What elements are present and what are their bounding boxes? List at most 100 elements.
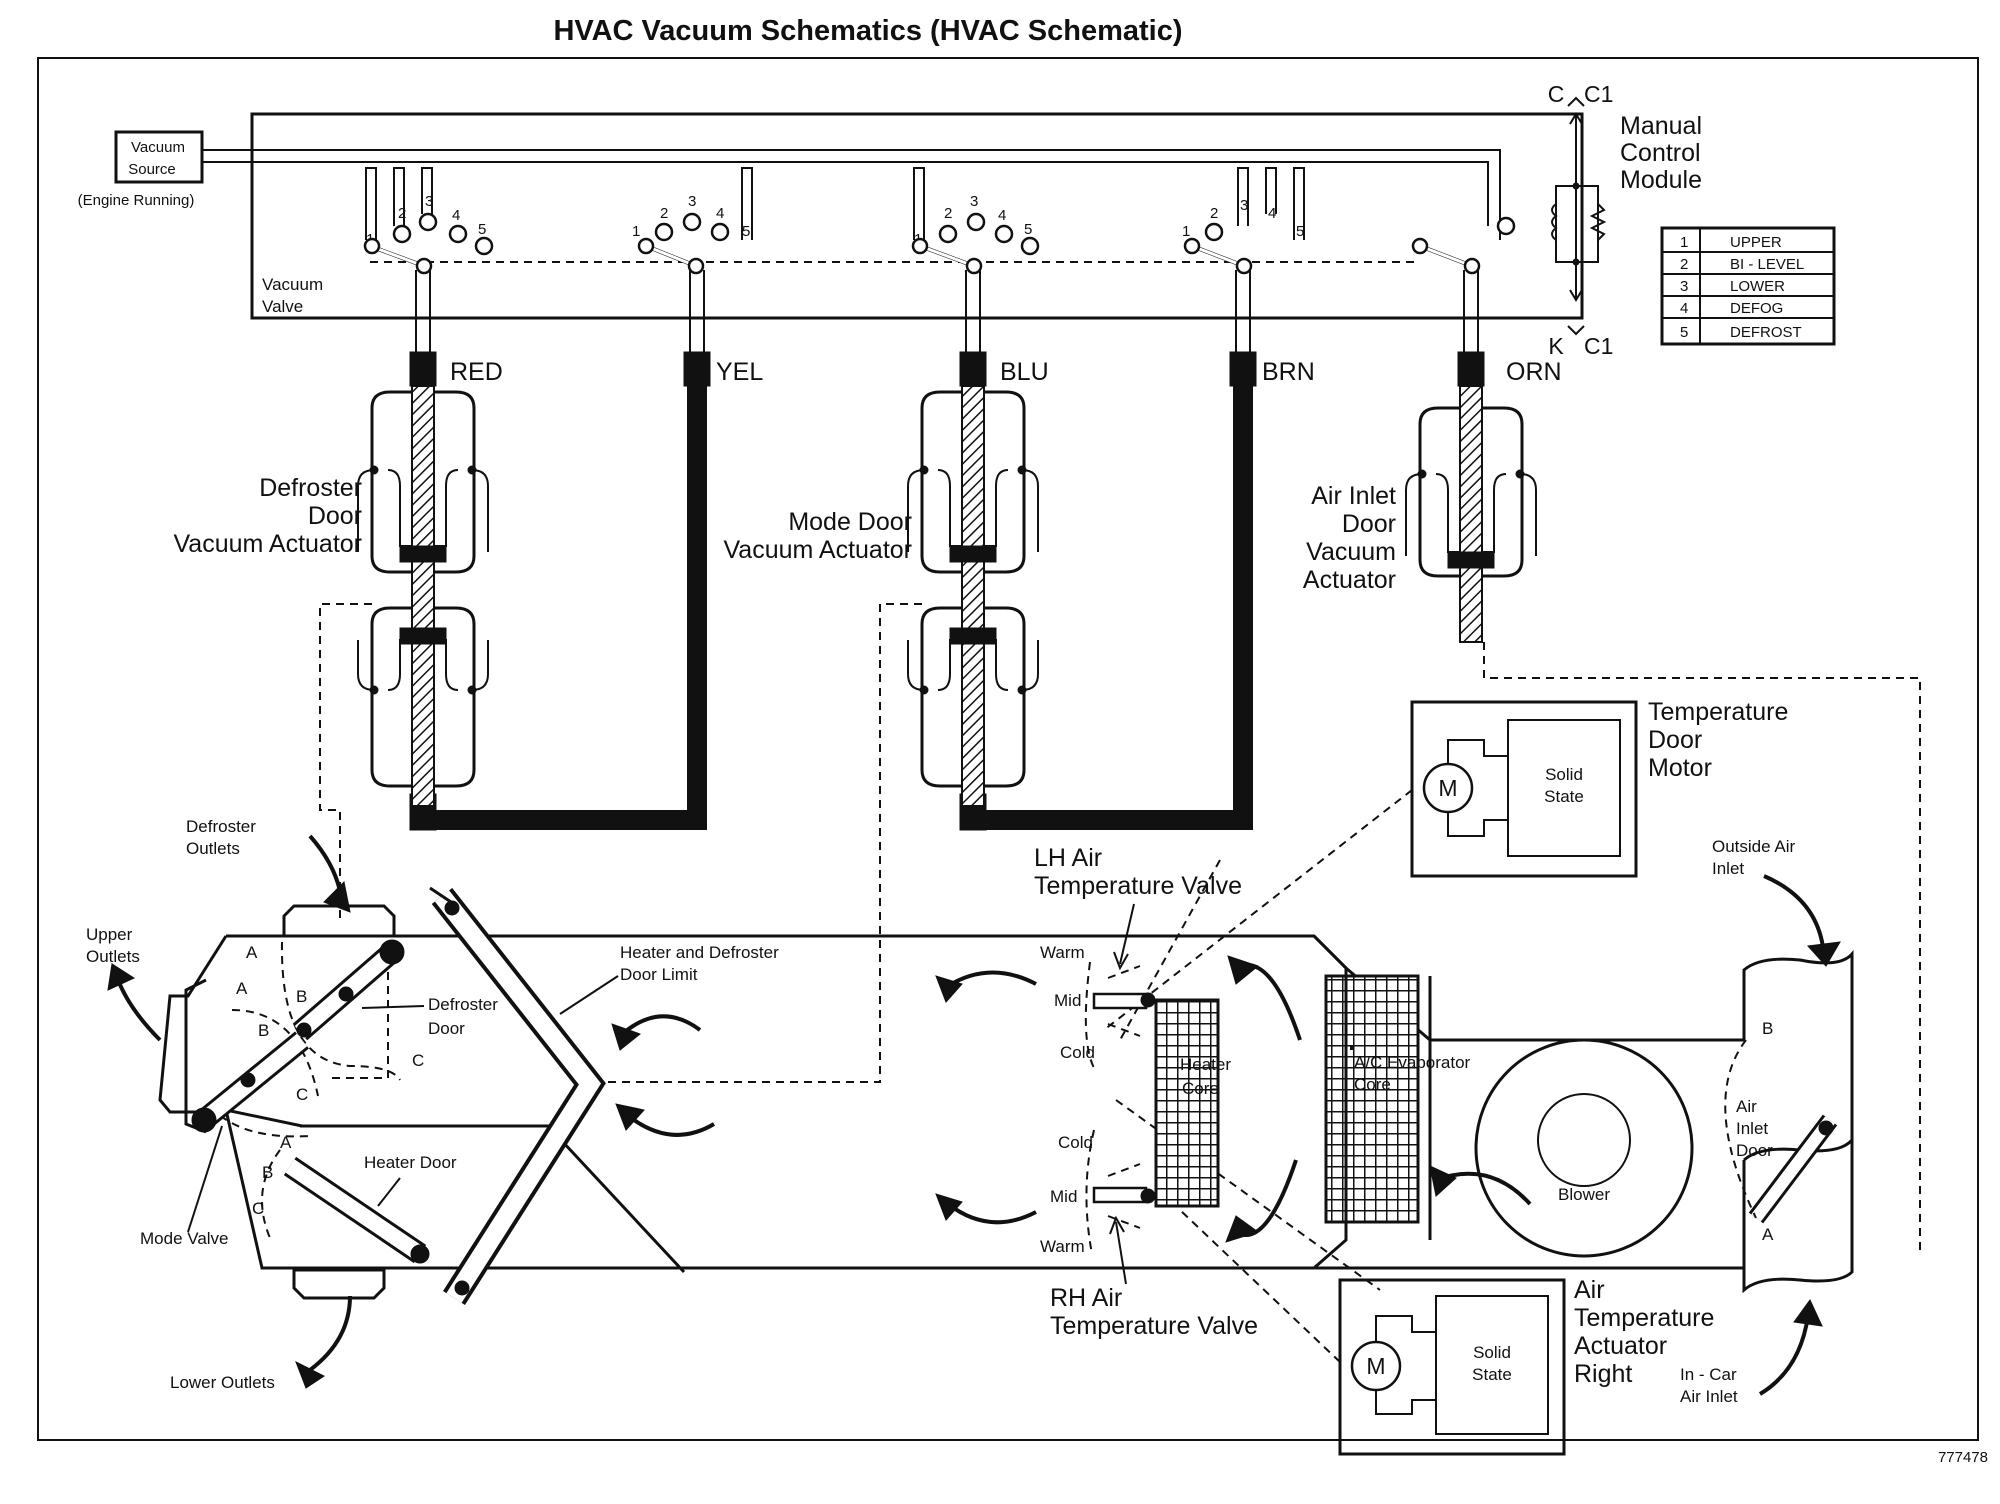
rh-warm-label: Warm (1040, 1237, 1085, 1256)
svg-text:5: 5 (742, 223, 750, 240)
svg-text:1: 1 (632, 223, 640, 240)
mode-actuator-spring (961, 385, 985, 807)
vacuum-valve-label-1: Vacuum (262, 275, 323, 294)
vacuum-source: Vacuum Source (Engine Running) (78, 130, 204, 209)
air-inlet-door-label-2: Inlet (1736, 1119, 1768, 1138)
valve-group-orange (1411, 216, 1516, 352)
hvac-case (158, 886, 1746, 1305)
defroster-linkage-dashed (319, 603, 372, 924)
lower-outlets-label: Lower Outlets (170, 1373, 275, 1392)
valve-group-red: 1 2 3 4 5 (363, 167, 494, 352)
evaporator-label-1: A/C Evaporator (1354, 1053, 1471, 1072)
temp-motor-label-2: Door (1648, 726, 1702, 754)
legend-label-1: UPPER (1730, 234, 1782, 251)
mode-valve-label: Mode Valve (140, 1229, 229, 1248)
connector-c1-bottom: C1 (1584, 333, 1613, 359)
air-inlet-actuator-label-1: Air Inlet (1311, 482, 1396, 510)
mcm-label-1: Manual (1620, 112, 1702, 140)
airflow-arrow-icon (1763, 874, 1826, 957)
caret-down-icon (1567, 325, 1585, 336)
connector-c1-top: C1 (1584, 81, 1613, 107)
resistor-icon (1589, 203, 1607, 241)
legend-label-2: BI - LEVEL (1730, 256, 1804, 273)
svg-text:M: M (1366, 1353, 1385, 1379)
coil-icon (1551, 203, 1558, 241)
air-temp-actuator-label-3: Actuator (1574, 1332, 1667, 1360)
lh-air-temperature-valve: Warm Mid Cold LH Air Temperature Valve (1034, 844, 1242, 1069)
outside-air-label-1: Outside Air (1712, 837, 1795, 856)
lh-valve-label-1: LH Air (1034, 844, 1102, 872)
temp-motor-label-1: Temperature (1648, 698, 1788, 726)
svg-text:2: 2 (944, 205, 952, 222)
vacuum-valve-label-2: Valve (262, 297, 303, 316)
defroster-door-label-1: Defroster (428, 995, 498, 1014)
svg-text:C: C (296, 1085, 308, 1104)
temp-motor-label-3: Motor (1648, 754, 1712, 782)
legend-num-3: 3 (1680, 278, 1688, 295)
air-inlet-actuator-label-3: Vacuum (1306, 538, 1396, 566)
in-car-air-label-2: Air Inlet (1680, 1387, 1738, 1406)
air-inlet-actuator-label-2: Door (1342, 510, 1396, 538)
svg-text:Solid: Solid (1473, 1343, 1511, 1362)
airflow-arrows (107, 834, 1841, 1396)
lh-valve-label-2: Temperature Valve (1034, 872, 1242, 900)
svg-text:5: 5 (1296, 223, 1304, 240)
airflow-arrow-icon (946, 1202, 1037, 1225)
hose-label-yel: YEL (716, 358, 763, 386)
svg-text:A: A (236, 979, 248, 998)
diagram-border (37, 57, 1979, 1441)
mode-linkage-dashed (600, 603, 922, 1083)
svg-text:3: 3 (1240, 197, 1248, 214)
air-inlet-actuator-spring (1459, 385, 1483, 643)
hose-yellow (410, 386, 707, 830)
hose-connector-orange (1457, 351, 1485, 387)
defroster-vacuum-actuator: Defroster Door Vacuum Actuator (173, 385, 489, 807)
defroster-outlets-label-2: Outlets (186, 839, 240, 858)
upper-outlets-label-1: Upper (86, 925, 133, 944)
rh-valve-label-2: Temperature Valve (1050, 1312, 1258, 1340)
vacuum-source-line1: Vacuum (131, 139, 185, 156)
airflow-arrow-icon (116, 979, 162, 1042)
legend-label-3: LOWER (1730, 278, 1785, 295)
svg-text:A: A (246, 943, 258, 962)
hose-label-blu: BLU (1000, 358, 1049, 386)
manual-control-module: C C1 K C1 Manual Control Module (1548, 81, 1702, 359)
lh-cold-label: Cold (1060, 1043, 1095, 1062)
lower-outlet (292, 1268, 386, 1300)
svg-text:B: B (262, 1163, 273, 1182)
hose-label-orn: ORN (1506, 358, 1562, 386)
hose-connector-blue (959, 351, 987, 387)
legend-num-4: 4 (1680, 300, 1688, 317)
svg-text:5: 5 (478, 221, 486, 238)
heater-core (1154, 998, 1220, 1208)
temperature-door-motor: M Solid State Temperature Door Motor (1410, 698, 1788, 878)
valve-group-yellow: 1 2 3 4 5 (632, 167, 753, 352)
valve-group-blue: 1 2 3 4 5 (911, 167, 1040, 352)
rh-cold-label: Cold (1058, 1133, 1093, 1152)
defroster-outlets-label-1: Defroster (186, 817, 256, 836)
door-limit-label-2: Door Limit (620, 965, 698, 984)
defroster-actuator-label-2: Door (308, 502, 362, 530)
vacuum-valve-assembly (202, 112, 1584, 320)
svg-text:C: C (412, 1051, 424, 1070)
mode-actuator-label-2: Vacuum Actuator (723, 536, 912, 564)
legend-num-2: 2 (1680, 256, 1688, 273)
rh-mid-label: Mid (1050, 1187, 1077, 1206)
defroster-actuator-label-1: Defroster (259, 474, 362, 502)
blower-label: Blower (1558, 1185, 1610, 1204)
airflow-arrow-icon (624, 1112, 716, 1137)
heater-door-label: Heater Door (364, 1153, 457, 1172)
rh-valve-label-1: RH Air (1050, 1284, 1122, 1312)
defroster-outlet (282, 904, 396, 938)
defroster-actuator-spring (411, 385, 435, 807)
mode-actuator-label-1: Mode Door (788, 508, 912, 536)
mcm-label-3: Module (1620, 166, 1702, 194)
svg-text:State: State (1544, 787, 1584, 806)
legend-num-5: 5 (1680, 324, 1688, 341)
lh-warm-label: Warm (1040, 943, 1085, 962)
airflow-arrow-icon (1758, 1315, 1810, 1396)
blower: Blower (1474, 1038, 1694, 1258)
hose-label-brn: BRN (1262, 358, 1315, 386)
